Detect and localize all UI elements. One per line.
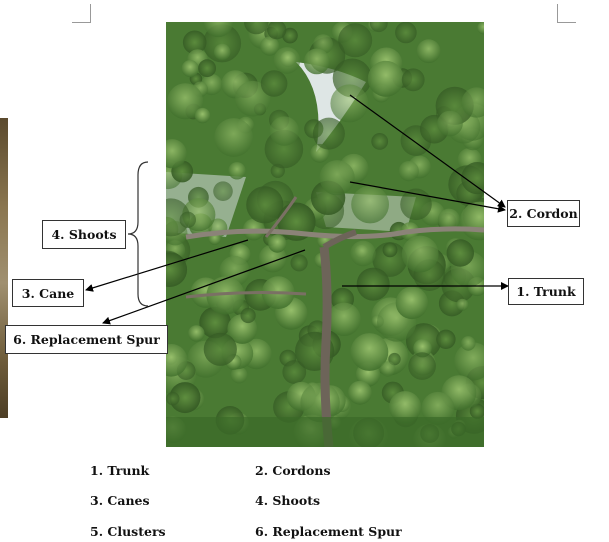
leaf-texture (367, 60, 404, 97)
leaf-texture (273, 47, 301, 74)
crop-mark-top-right (557, 4, 576, 23)
leaf-texture (369, 22, 388, 33)
leaf-texture (230, 366, 248, 384)
leaf-texture (350, 240, 376, 267)
leaf-texture (395, 286, 429, 320)
leaf-texture (206, 276, 245, 315)
leaf-texture (416, 39, 441, 64)
leaf-texture (408, 352, 436, 380)
leaf-texture (213, 43, 231, 61)
label-trunk: 1. Trunk (508, 278, 584, 305)
leaf-texture (214, 118, 253, 157)
crop-mark-top-left (72, 4, 91, 23)
leaf-texture (388, 352, 401, 366)
leaf-texture (246, 186, 284, 224)
label-cordon: 2. Cordon (507, 200, 580, 227)
replacement-spur-arrow (102, 249, 306, 325)
leaf-texture (372, 242, 408, 277)
shoots-brace (127, 161, 149, 307)
leaf-texture (244, 22, 269, 35)
leaf-texture (260, 70, 288, 97)
leaf-texture (228, 162, 246, 180)
leaf-texture (469, 403, 484, 419)
leaf-texture (267, 22, 287, 40)
cane-arrow (85, 239, 249, 292)
leaf-texture (398, 161, 419, 182)
leaf-texture (312, 117, 345, 150)
leaf-texture (179, 211, 196, 228)
leaf-texture (461, 162, 484, 195)
legend-item-6: 6. Replacement Spur (255, 524, 402, 539)
leaf-texture (240, 307, 256, 324)
legend-item-1: 1. Trunk (90, 463, 150, 478)
leaf-texture (461, 87, 484, 118)
legend-item-3: 3. Canes (90, 493, 150, 508)
adjacent-photo-edge (0, 118, 8, 418)
leaf-texture (234, 80, 271, 117)
leaf-texture (413, 339, 432, 358)
leaf-texture (203, 332, 237, 366)
legend-item-4: 4. Shoots (255, 493, 321, 508)
grapevine-photo (166, 22, 484, 447)
leaf-texture (351, 185, 389, 224)
leaf-texture (330, 84, 369, 123)
leaf-texture (356, 267, 390, 301)
leaf-texture (260, 36, 280, 56)
leaf-texture (401, 68, 425, 92)
leaf-texture (181, 60, 199, 78)
leaf-texture (166, 391, 180, 406)
leaf-texture (327, 302, 361, 336)
leaf-texture (456, 298, 469, 311)
leaf-texture (203, 22, 233, 38)
leaf-texture (348, 380, 372, 405)
leaf-texture (269, 116, 299, 146)
leaf-texture (199, 306, 231, 339)
leaf-texture (182, 30, 207, 55)
leaf-texture (380, 361, 396, 377)
label-shoots: 4. Shoots (42, 220, 126, 249)
leaf-texture (446, 239, 474, 267)
leaf-texture (401, 235, 439, 273)
leaf-texture (395, 22, 417, 44)
leaf-texture (400, 188, 432, 221)
leaf-texture (436, 329, 456, 349)
leaf-texture (169, 382, 201, 414)
grapevine-illustration (166, 22, 484, 447)
leaf-texture (188, 325, 205, 342)
leaf-texture (194, 107, 211, 124)
leaf-texture (338, 23, 373, 58)
leaf-texture (437, 110, 463, 137)
leaf-texture (167, 83, 204, 120)
legend-item-2: 2. Cordons (255, 463, 331, 478)
leaf-texture (389, 391, 422, 424)
leaf-texture (319, 160, 355, 196)
legend-item-5: 5. Clusters (90, 524, 166, 539)
leaf-texture (421, 391, 455, 425)
leaf-texture (350, 333, 389, 371)
cordon-arrow-lower (349, 181, 506, 213)
leaf-texture (213, 181, 233, 201)
leaf-texture (166, 139, 187, 169)
leaf-texture (290, 254, 308, 272)
label-replacement-spur: 6. Replacement Spur (5, 325, 168, 354)
leaf-texture (477, 22, 484, 35)
label-cane: 3. Cane (12, 279, 84, 307)
leaf-texture (382, 242, 398, 258)
leaf-texture (454, 342, 484, 381)
leaf-texture (282, 360, 307, 384)
leaf-texture (268, 234, 287, 253)
leaf-texture (166, 344, 188, 377)
leaf-texture (198, 59, 216, 78)
cordon-arrow-upper (349, 94, 506, 208)
leaf-texture (460, 336, 476, 351)
leaf-texture (303, 48, 330, 75)
leaf-texture (371, 133, 389, 150)
leaf-texture (437, 208, 460, 231)
